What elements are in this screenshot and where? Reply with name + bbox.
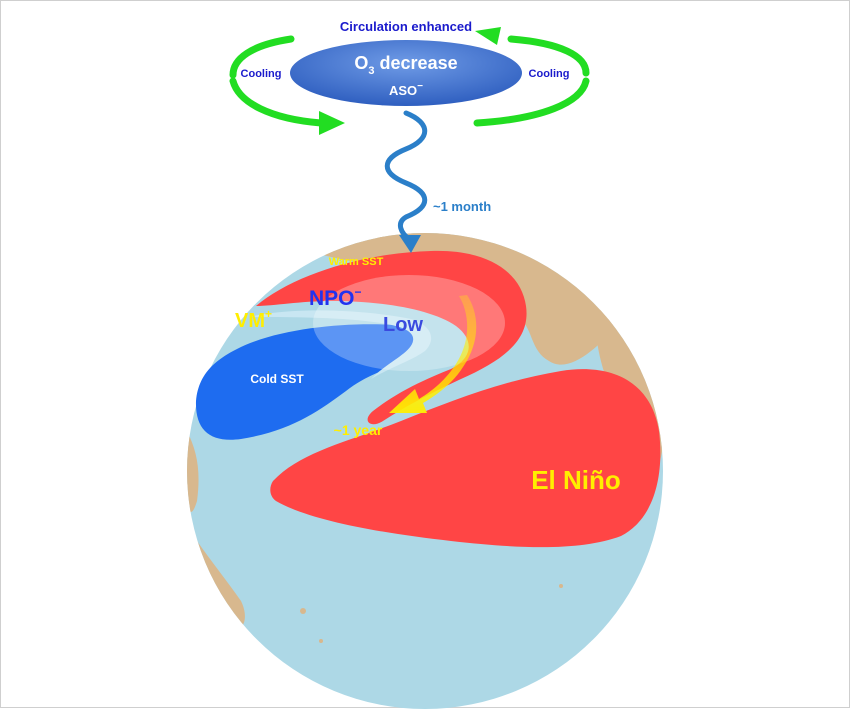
arrow-head-lower <box>319 111 345 135</box>
ozone-decrease-label: O3 decrease <box>354 53 457 77</box>
cold-sst-region <box>195 324 427 440</box>
ozone-oval <box>290 40 522 106</box>
wave-arrow <box>384 110 428 253</box>
low-pressure-ellipse <box>313 275 505 371</box>
land-australia <box>197 541 245 630</box>
land-west <box>187 431 199 512</box>
circulation-label: Circulation enhanced <box>340 19 472 34</box>
circulation-loop <box>229 27 590 135</box>
low-label: Low <box>383 314 423 336</box>
arrow-head-upper <box>475 27 501 45</box>
one-year-arrow <box>389 295 477 413</box>
aso-label: ASO− <box>389 81 423 98</box>
el-nino-region <box>270 369 661 548</box>
warm-sst-north-region <box>256 250 527 425</box>
el-nino-label: El Niño <box>531 465 621 495</box>
cooling-right-label: Cooling <box>529 68 570 80</box>
npo-label: NPO− <box>309 285 362 310</box>
year-label: ~1 year <box>334 422 383 438</box>
vm-label: VM+ <box>235 307 272 332</box>
cooling-left-label: Cooling <box>241 68 282 80</box>
cold-sst-label: Cold SST <box>250 372 304 386</box>
warm-sst-label: Warm SST <box>329 256 384 268</box>
month-label: ~1 month <box>433 199 491 214</box>
land-japan <box>377 233 389 253</box>
